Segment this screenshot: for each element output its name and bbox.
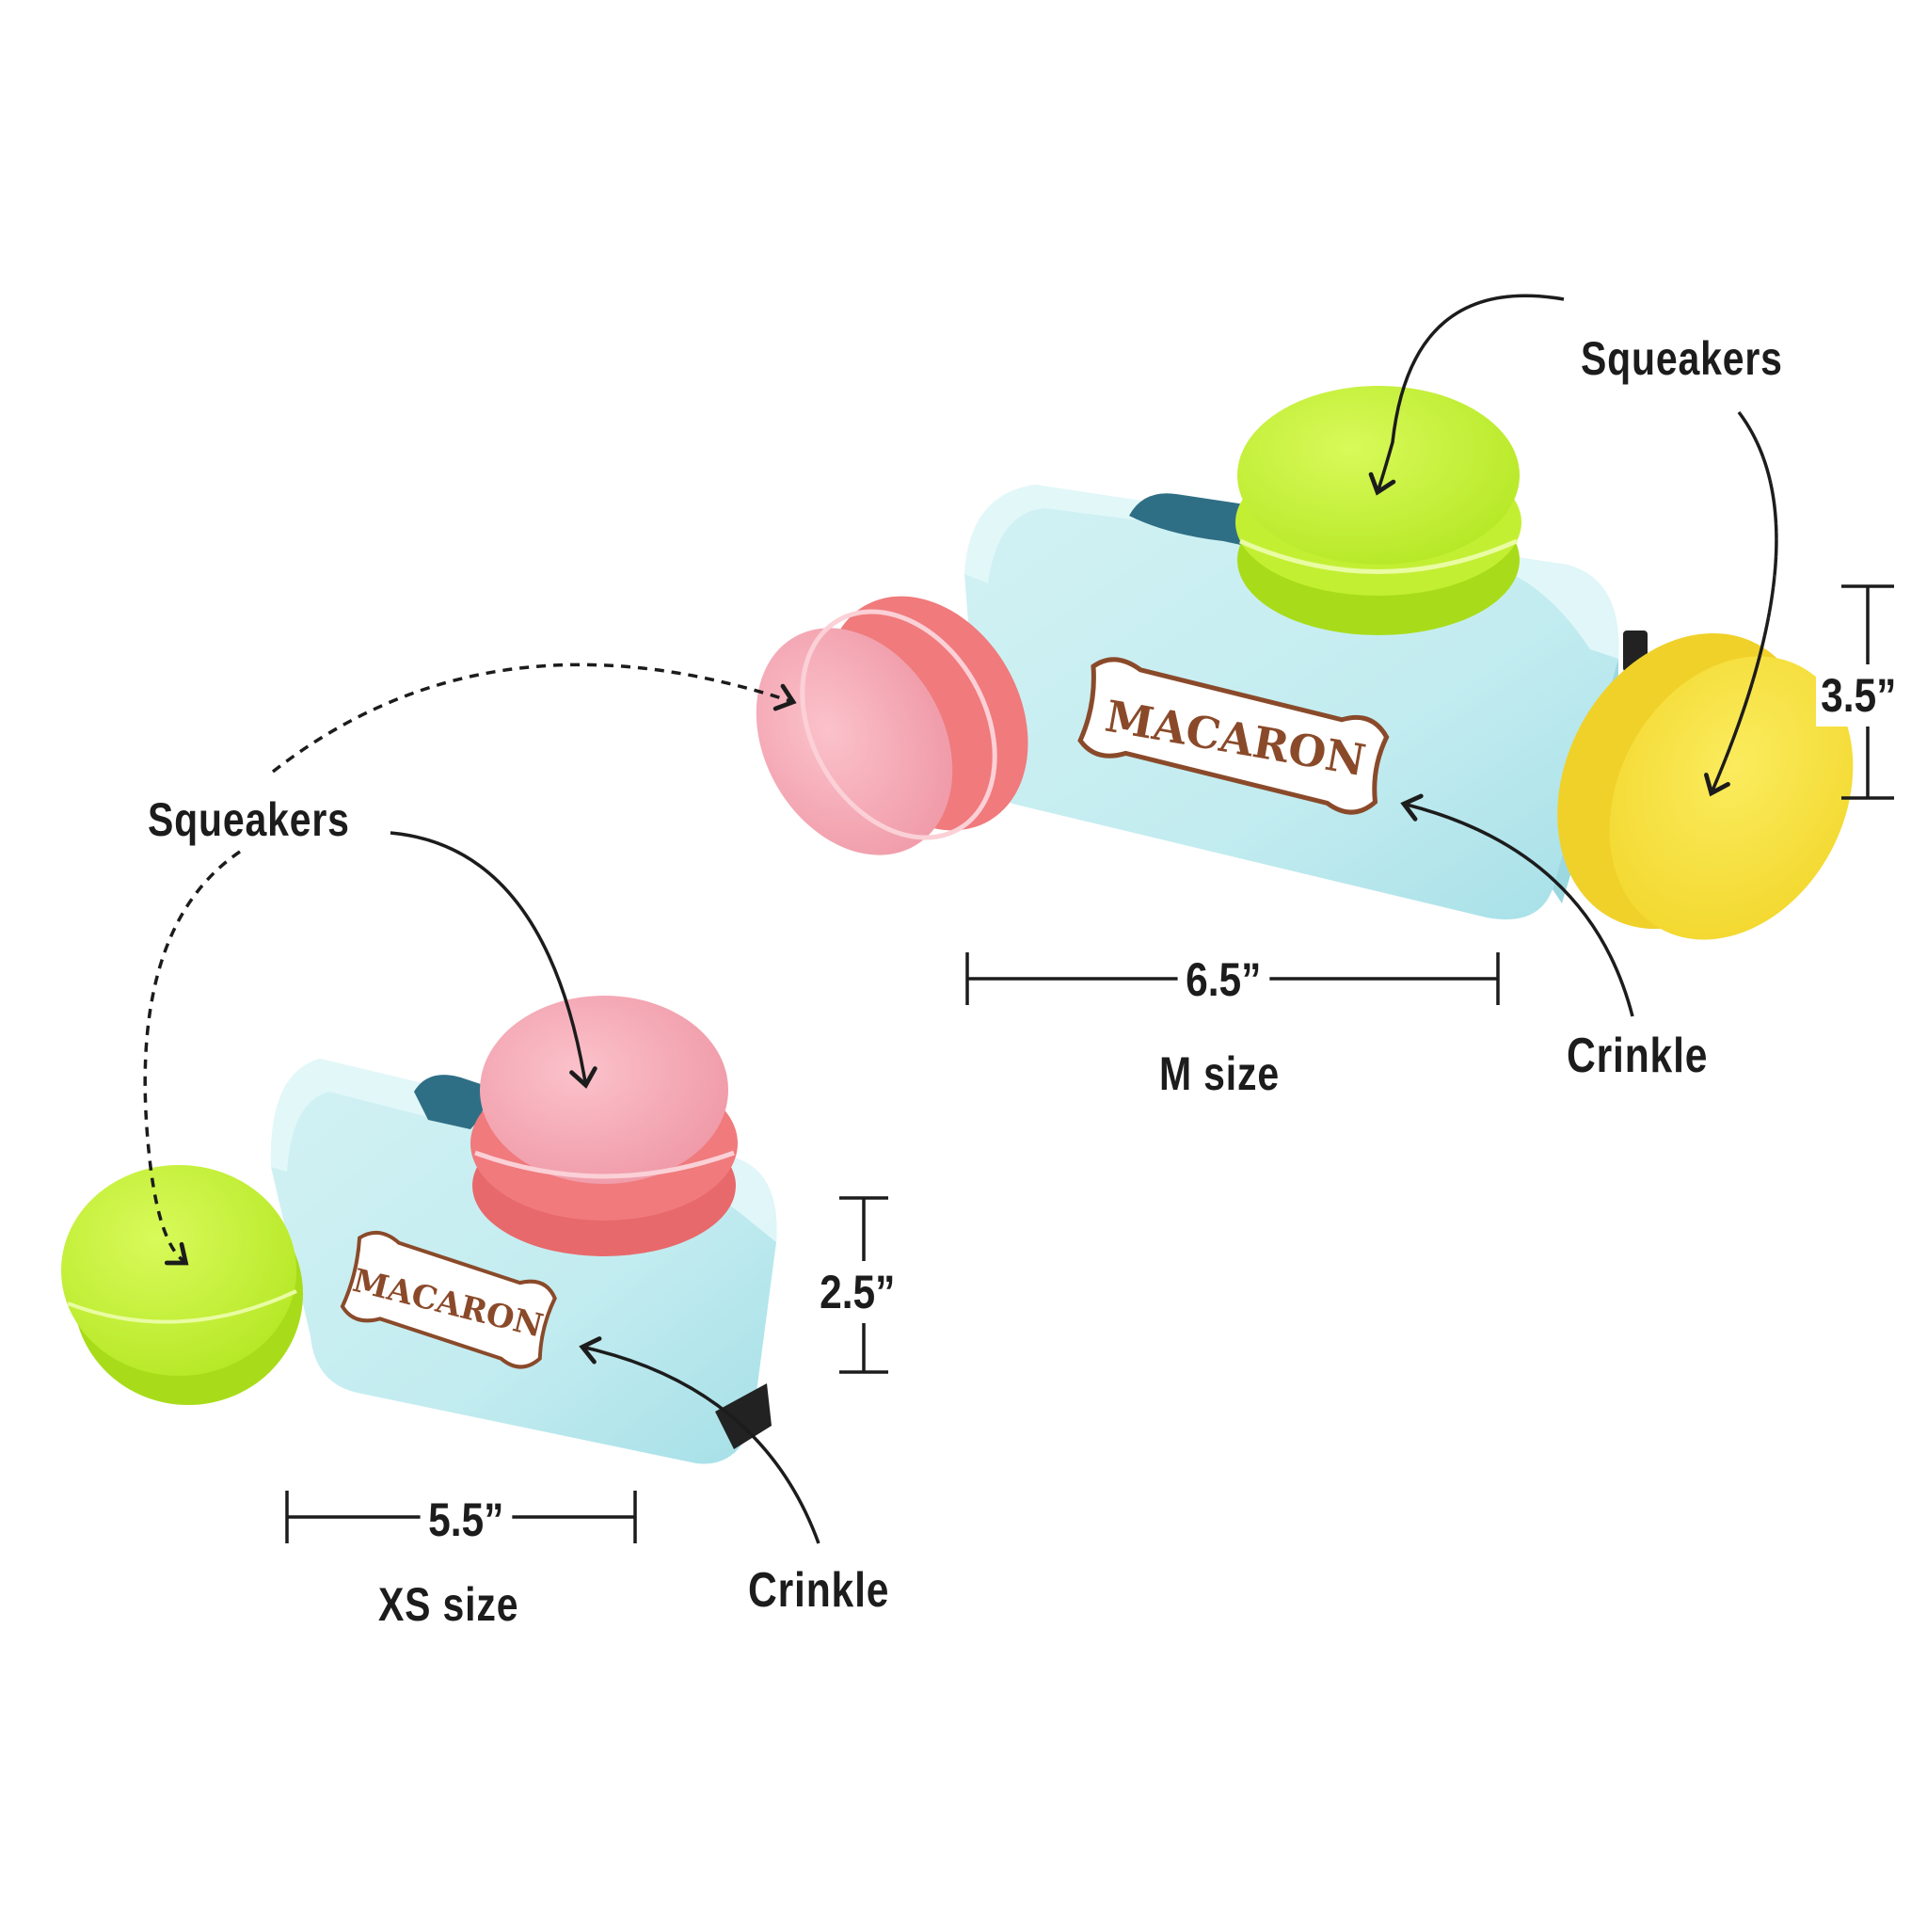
medium-height-value: 3.5”	[1815, 664, 1902, 726]
xs-pink-squeaker-arrow	[390, 831, 597, 1089]
medium-crinkle-arrow	[1400, 793, 1634, 1017]
xs-crinkle-arrow	[579, 1336, 820, 1544]
medium-size-label: M size	[1159, 1047, 1280, 1100]
medium-side-squeakers-label: Squeakers	[148, 793, 350, 846]
xs-pink-macaron	[470, 996, 738, 1256]
medium-pink-squeaker-arrow	[271, 663, 797, 774]
medium-top-squeaker-arrow	[1368, 294, 1565, 496]
medium-lime-macaron	[1235, 386, 1521, 635]
medium-crinkle-label: Crinkle	[1567, 1029, 1709, 1083]
xs-height-value: 2.5”	[814, 1261, 900, 1323]
medium-pink-macaron	[756, 596, 1028, 855]
medium-toy: MACARON	[756, 386, 1854, 940]
medium-width-value: 6.5”	[1177, 952, 1269, 1007]
medium-top-squeakers-label: Squeakers	[1581, 332, 1783, 385]
medium-yellow-squeaker-arrow	[1704, 410, 1778, 797]
xs-toy: MACARON	[61, 996, 777, 1464]
xs-lime-macaron	[61, 1165, 303, 1405]
xs-width-value: 5.5”	[420, 1493, 512, 1547]
xs-size-label: XS size	[378, 1578, 519, 1631]
xs-crinkle-label: Crinkle	[748, 1563, 890, 1618]
xs-lime-squeaker-arrow	[143, 850, 241, 1266]
medium-yellow-macaron	[1557, 632, 1854, 940]
